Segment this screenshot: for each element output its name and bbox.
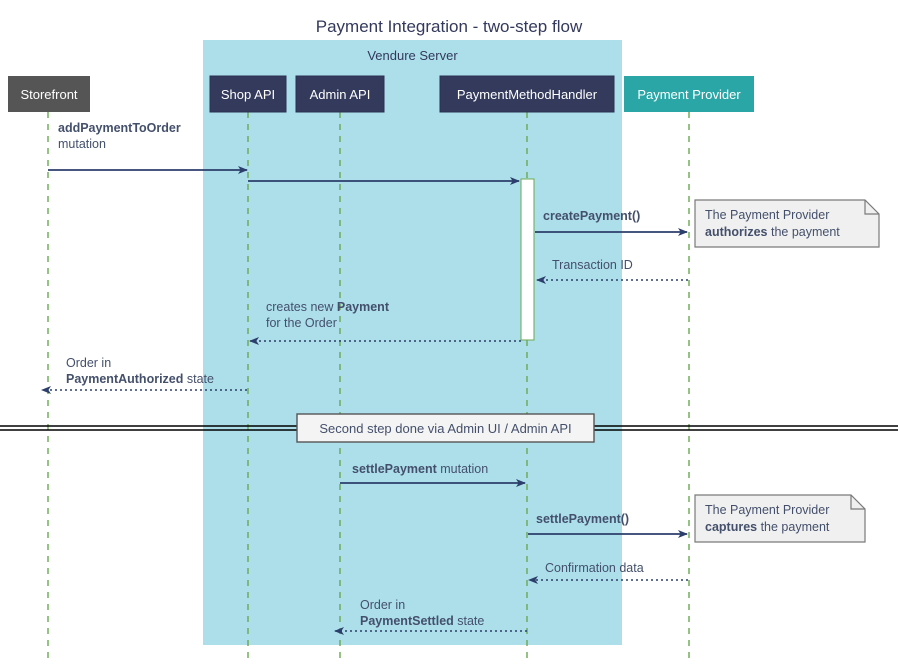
- actor-box-storefront[interactable]: [8, 76, 90, 112]
- group-vendure-server: Vendure Server: [203, 40, 622, 645]
- message-label-creates-new-payment: creates new Payment: [266, 300, 390, 314]
- note-fold-icon: [864, 200, 879, 215]
- note-text-note-authorizes: authorizes the payment: [705, 225, 840, 239]
- message-label-order-payment-authorized: Order in: [66, 356, 111, 370]
- message-label-order-payment-settled: PaymentSettled state: [360, 614, 484, 628]
- note-box-note-authorizes: [694, 199, 880, 248]
- divider-label: Second step done via Admin UI / Admin AP…: [319, 421, 571, 436]
- group-box: [203, 40, 622, 645]
- actors-layer: Storefront Shop API Admin API PaymentMethod…: [8, 75, 754, 113]
- notes-layer: The Payment Provider authorizes the payme…: [694, 199, 880, 543]
- message-label-settle-payment-call: settlePayment(): [536, 512, 629, 526]
- actor-label-storefront: Storefront: [20, 87, 77, 102]
- message-label-settle-payment-mutation: settlePayment mutation: [352, 462, 488, 476]
- note-text-note-captures: captures the payment: [705, 520, 830, 534]
- message-label-order-payment-authorized: PaymentAuthorized state: [66, 372, 214, 386]
- message-label-confirmation-data: Confirmation data: [545, 561, 644, 575]
- message-label-order-payment-settled: Order in: [360, 598, 405, 612]
- lifelines-layer: [47, 112, 690, 660]
- divider-layer: Second step done via Admin UI / Admin AP…: [0, 413, 898, 443]
- message-label-add-payment-to-order: mutation: [58, 137, 106, 151]
- message-label-transaction-id: Transaction ID: [552, 258, 633, 272]
- note-fold-icon: [850, 495, 865, 510]
- message-label-create-payment: createPayment(): [543, 209, 640, 223]
- activation-bar-handler: [520, 178, 535, 341]
- messages-layer: addPaymentToOrder mutation createPayment()…: [41, 121, 688, 635]
- actor-label-handler: PaymentMethodHandler: [457, 87, 598, 102]
- divider-label-box: [296, 413, 595, 443]
- message-label-add-payment-to-order: addPaymentToOrder: [58, 121, 181, 135]
- actor-box-admin-api[interactable]: [295, 75, 385, 113]
- actor-label-provider: Payment Provider: [637, 87, 741, 102]
- actor-box-handler[interactable]: [439, 75, 615, 113]
- note-text-note-authorizes: The Payment Provider: [705, 208, 829, 222]
- actor-box-provider[interactable]: [624, 76, 754, 112]
- message-label-creates-new-payment: for the Order: [266, 316, 337, 330]
- activations-layer: [520, 178, 535, 341]
- page-title: Payment Integration - two-step flow: [316, 17, 583, 36]
- actor-box-shop-api[interactable]: [209, 75, 287, 113]
- actor-label-admin-api: Admin API: [310, 87, 371, 102]
- actor-label-shop-api: Shop API: [221, 87, 275, 102]
- group-label: Vendure Server: [367, 48, 458, 63]
- note-text-note-captures: The Payment Provider: [705, 503, 829, 517]
- note-box-note-captures: [694, 494, 866, 543]
